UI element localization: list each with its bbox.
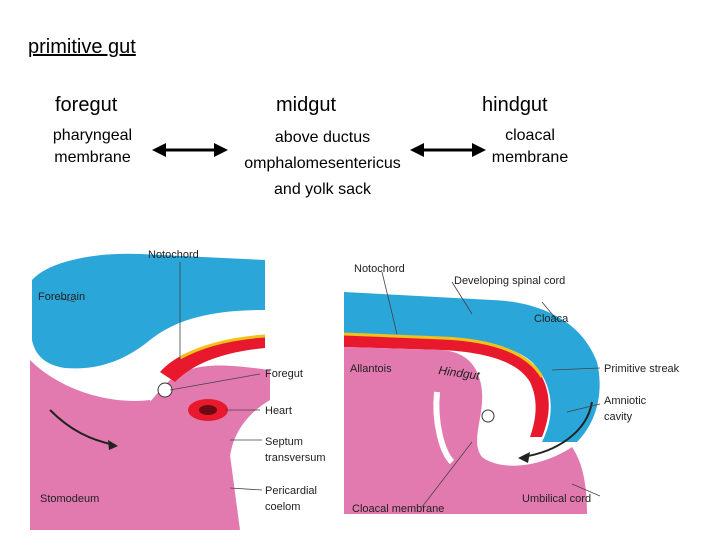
cloaca-label: Cloaca [534,313,569,325]
foregut-opening [158,383,172,397]
hindgut-embryo-figure: Notochord Developing spinal cord Cloaca … [342,252,712,530]
foregut-embryo-figure: Notochord Forebrain Foregut Heart Septum… [30,240,340,530]
primitive-streak-label: Primitive streak [604,363,680,375]
hindgut-desc-line1: cloacal [470,125,590,147]
midgut-desc-line1: above ductus [220,125,425,151]
notochord-label: Notochord [354,263,405,275]
amniotic-label: Amniotic [604,395,647,407]
foregut-heading: foregut [55,94,117,117]
page-title: primitive gut [28,36,136,59]
foregut-description: pharyngeal membrane [30,125,155,169]
leader-line [230,488,262,490]
allantois-label: Allantois [350,363,392,375]
notochord-label: Notochord [148,249,199,261]
arrowhead [518,452,530,463]
spinal-cord-label: Developing spinal cord [454,275,565,287]
umbilical-cord-label: Umbilical cord [522,493,591,505]
hindgut-description: cloacal membrane [470,125,590,169]
amniotic-label-2: cavity [604,411,633,423]
forebrain-label: Forebrain [38,291,85,303]
hindgut-desc-line2: membrane [470,147,590,169]
stomodeum-label: Stomodeum [40,493,99,505]
cloacal-opening [482,410,494,422]
cloacal-membrane-label: Cloacal membrane [352,503,444,515]
heart-lumen [199,405,217,415]
midgut-heading: midgut [276,94,336,117]
midgut-description: above ductus omphalomesentericus and yol… [220,125,425,203]
double-arrow-icon [408,138,488,162]
midgut-desc-line3: and yolk sack [220,177,425,203]
double-arrow-icon [150,138,230,162]
midgut-desc-line2: omphalomesentericus [220,151,425,177]
foregut-desc-line1: pharyngeal [30,125,155,147]
septum-label: Septum [265,436,303,448]
septum-label-2: transversum [265,452,326,464]
heart-label: Heart [265,405,292,417]
pericardial-label: Pericardial [265,485,317,497]
foregut-label: Foregut [265,368,303,380]
hindgut-heading: hindgut [482,94,548,117]
pericardial-label-2: coelom [265,501,300,513]
foregut-desc-line2: membrane [30,147,155,169]
